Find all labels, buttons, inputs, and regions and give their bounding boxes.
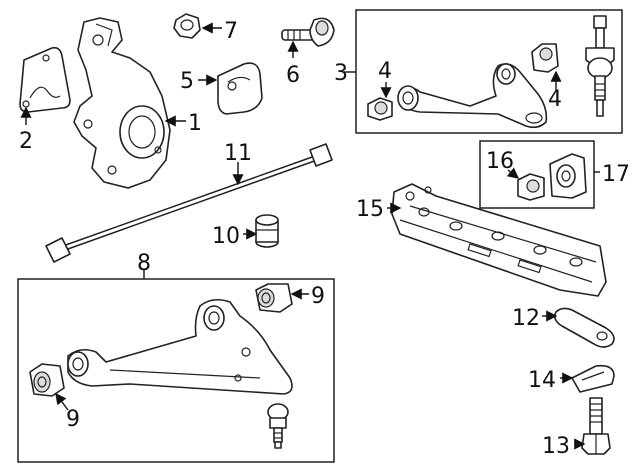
upper-control-arm bbox=[397, 63, 548, 129]
callout-14: 14 bbox=[528, 368, 556, 393]
callout-12: 12 bbox=[512, 306, 540, 331]
bushing-part-10 bbox=[255, 214, 279, 248]
callout-5: 5 bbox=[180, 69, 194, 94]
bushing-part-16 bbox=[517, 173, 545, 201]
nut-part-7 bbox=[173, 13, 201, 39]
callout-7: 7 bbox=[224, 19, 238, 44]
bushing-part-4-left bbox=[367, 97, 393, 121]
callout-15: 15 bbox=[356, 197, 384, 222]
cam-bolt-part-6 bbox=[281, 17, 335, 47]
callout-16: 16 bbox=[486, 149, 514, 174]
shield-part-5 bbox=[217, 62, 263, 115]
callout-9-lower: 9 bbox=[66, 407, 80, 432]
bracket-part-17 bbox=[549, 153, 587, 199]
callout-4-left: 4 bbox=[378, 59, 392, 84]
bracket-part-2 bbox=[19, 46, 71, 113]
ball-joint-lower bbox=[267, 403, 289, 449]
steering-knuckle-part-1 bbox=[73, 17, 171, 189]
group-box-8 bbox=[17, 278, 335, 463]
bracket-part-14 bbox=[571, 364, 615, 393]
group-box-17 bbox=[479, 140, 595, 209]
bushing-part-9-upper bbox=[255, 283, 293, 313]
callout-9-upper: 9 bbox=[311, 284, 325, 309]
callout-4-right: 4 bbox=[548, 87, 562, 112]
callout-8: 8 bbox=[137, 251, 151, 276]
callout-6: 6 bbox=[286, 63, 300, 88]
callout-3: 3 bbox=[334, 61, 348, 86]
callout-17: 17 bbox=[602, 162, 630, 187]
bushing-part-4-right bbox=[531, 43, 559, 73]
crossmember-part-15 bbox=[391, 183, 607, 297]
bushing-part-9-lower bbox=[29, 363, 65, 397]
callout-10: 10 bbox=[212, 224, 240, 249]
callout-1: 1 bbox=[188, 111, 202, 136]
callout-2: 2 bbox=[19, 129, 33, 154]
callout-11: 11 bbox=[224, 141, 252, 166]
link-part-12 bbox=[554, 307, 615, 348]
callout-13: 13 bbox=[542, 434, 570, 459]
bolt-part-13 bbox=[581, 397, 611, 455]
lower-control-arm bbox=[67, 298, 293, 395]
rod-part-11 bbox=[45, 143, 333, 263]
ball-joint-upper bbox=[585, 15, 615, 117]
